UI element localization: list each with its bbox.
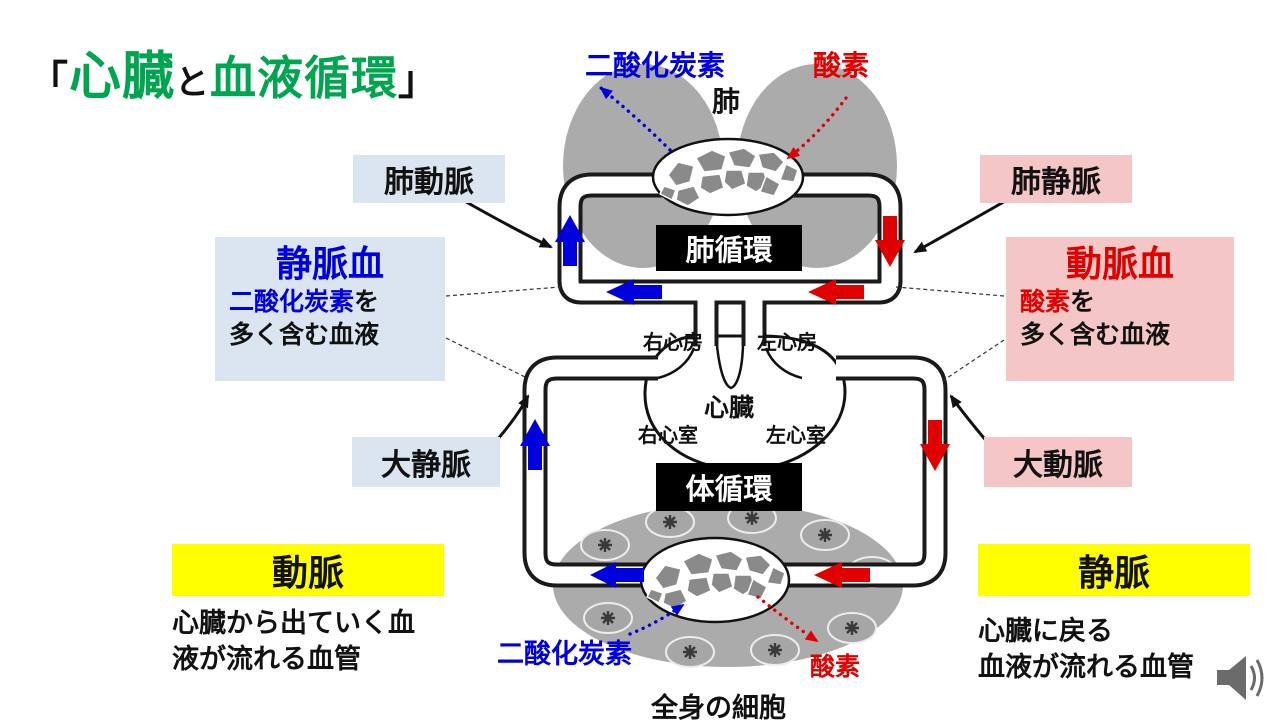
arterial-blood-suffix: を (1070, 288, 1096, 316)
venous-blood-title: 静脈血 (275, 243, 384, 284)
artery-definition-line2: 液が流れる血管 (172, 643, 361, 674)
lungs-shape (563, 64, 897, 268)
o2-into-lungs-arrow (786, 96, 848, 160)
co2-out-of-lungs-arrow (599, 86, 672, 152)
right-atrium-label: 右心房 (643, 332, 703, 354)
venous-blood-infobox: 静脈血 二酸化炭素を 多く含む血液 (215, 237, 445, 381)
systemic-venous-left-arrow (590, 562, 644, 588)
arterial-blood-desc: 多く含む血液 (1020, 320, 1171, 349)
body-capillary (639, 536, 791, 624)
artery-definition-line1: 心臓から出ていく血 (172, 608, 415, 638)
right-ventricle-label: 右心室 (638, 425, 698, 447)
artery-definition-text: 心臓から出ていく血 液が流れる血管 (172, 606, 415, 677)
body-cells-label: 全身の細胞 (651, 693, 786, 720)
lung-capillary (651, 137, 805, 217)
pulmonary-circulation-label: 肺循環 (656, 225, 802, 271)
venous-blood-highlight: 二酸化炭素 (229, 288, 355, 316)
venous-blood-desc: 多く含む血液 (229, 320, 380, 349)
pulmonary-artery-label: 肺動脈 (353, 155, 505, 203)
infobox-connectors (445, 286, 1005, 381)
pulmonary-vein-label: 肺静脈 (980, 155, 1132, 203)
pulmonary-artery-up-arrow (555, 215, 585, 266)
vena-cava-up-arrow (520, 419, 550, 470)
pulmonary-vein-down-arrow (875, 216, 905, 267)
co2-label-bottom: 二酸化炭素 (497, 639, 632, 669)
o2-into-cells-arrow (756, 595, 819, 643)
systemic-circulation-label: 体循環 (656, 463, 802, 511)
pulmonary-artery-left-arrow (606, 279, 662, 305)
venous-blood-suffix: を (354, 288, 380, 316)
left-ventricle-label: 左心室 (766, 425, 826, 447)
arterial-blood-infobox: 動脈血 酸素を 多く含む血液 (1006, 237, 1234, 381)
co2-into-blood-arrow (628, 603, 685, 636)
aorta-down-arrow (920, 420, 950, 471)
lung-label: 肺 (712, 86, 741, 117)
heart-label: 心臓 (704, 394, 755, 422)
pulmonary-vein-left-arrow (808, 279, 864, 305)
systemic-arterial-left-arrow (814, 562, 870, 588)
co2-label-top: 二酸化炭素 (585, 50, 726, 81)
arterial-blood-title: 動脈血 (1065, 243, 1174, 284)
title-bracket-close: 」 (398, 59, 440, 103)
o2-label-bottom: 酸素 (810, 653, 861, 681)
vein-definition-line1: 心臓に戻る (978, 616, 1113, 646)
left-atrium-label: 左心房 (757, 332, 817, 354)
vein-definition-line2: 血液が流れる血管 (978, 651, 1194, 682)
arterial-blood-highlight: 酸素 (1020, 288, 1071, 316)
flow-arrows (520, 215, 950, 588)
o2-label-top: 酸素 (813, 50, 870, 81)
vein-definition-title: 静脈 (978, 544, 1250, 596)
vena-cava-label: 大静脈 (352, 437, 500, 487)
title-heart-word: 心臓 (69, 48, 176, 106)
artery-definition-title: 動脈 (172, 544, 444, 596)
speaker-icon[interactable] (1217, 656, 1264, 700)
heart-vessel-junctions (657, 345, 803, 390)
title-connector: と (175, 64, 211, 102)
title-circulation-word: 血液循環 (210, 52, 399, 104)
slide-title: 「心臓と血液循環」 (28, 34, 439, 109)
aorta-label: 大動脈 (984, 437, 1132, 487)
gas-exchange-arrows (599, 86, 848, 643)
title-bracket-open: 「 (28, 59, 69, 103)
vein-definition-text: 心臓に戻る 血液が流れる血管 (978, 614, 1194, 685)
